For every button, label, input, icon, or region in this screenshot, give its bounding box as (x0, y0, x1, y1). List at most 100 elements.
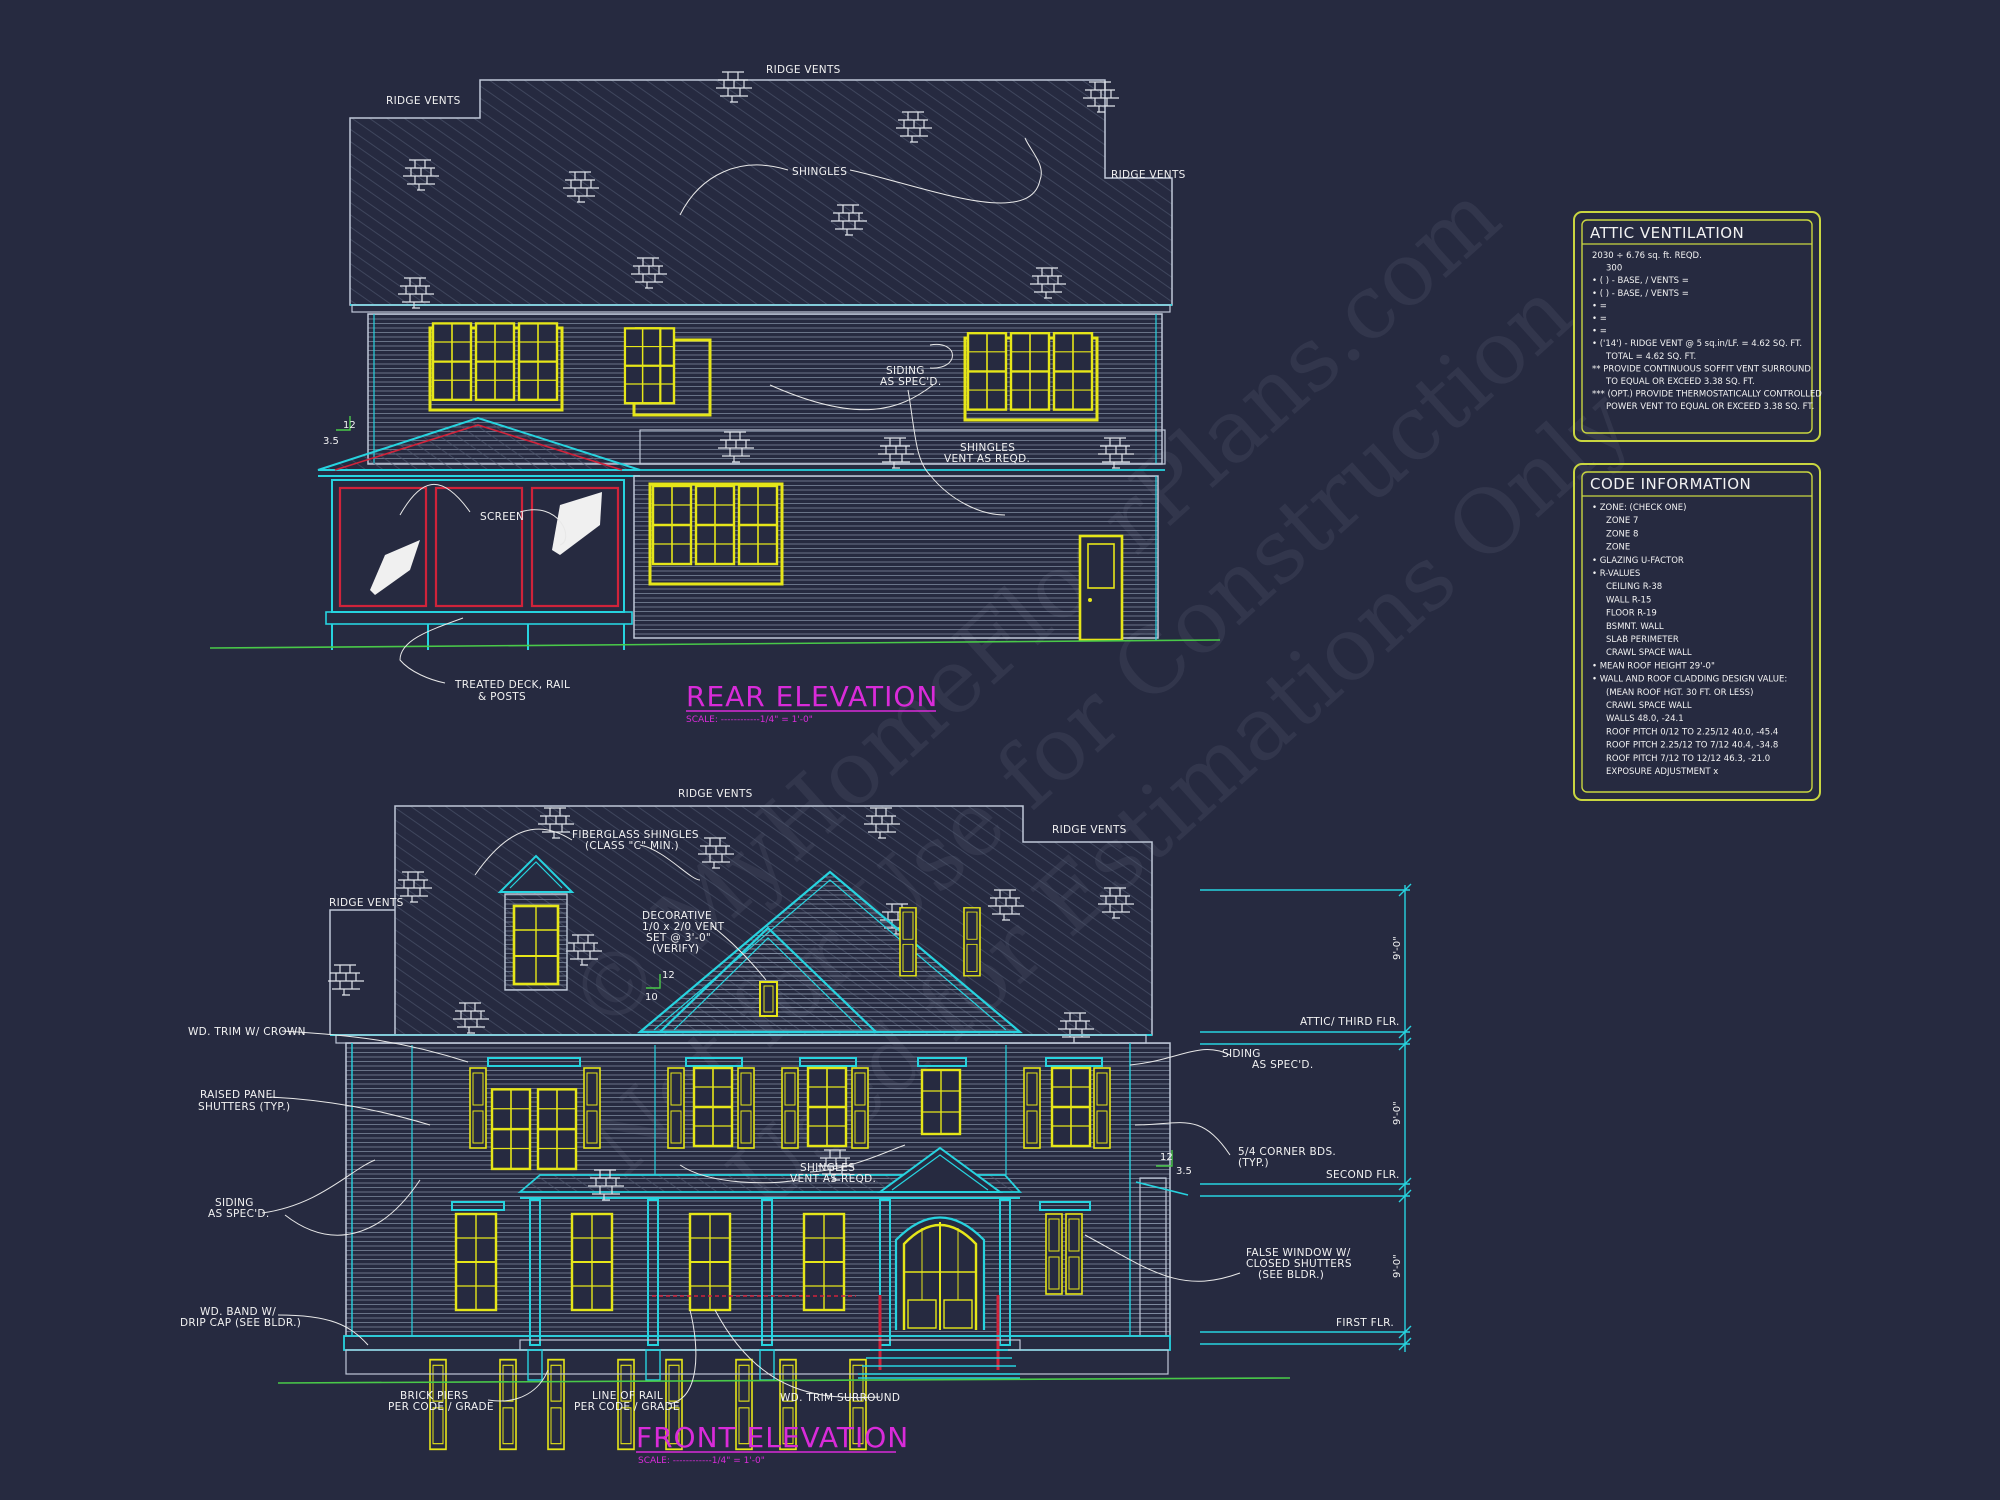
rear-elevation-scale: SCALE: ------------1/4" = 1'-0" (686, 715, 813, 725)
attic-ventilation-line: • ( ) - BASE, / VENTS = (1592, 276, 1689, 286)
attic-ventilation-line: • = (1592, 327, 1607, 337)
front-porch-roof (517, 1146, 1022, 1201)
front-label-false-1: FALSE WINDOW W/ (1246, 1247, 1351, 1259)
attic-ventilation-line: • ('14') - RIDGE VENT @ 5 sq.in/LF. = 4.… (1592, 339, 1802, 349)
attic-ventilation-title: ATTIC VENTILATION (1590, 224, 1744, 242)
rear-elevation-title: REAR ELEVATION (686, 680, 938, 713)
front-label-siding-r1: SIDING (1222, 1048, 1261, 1060)
front-label-ridge-left: RIDGE VENTS (329, 897, 404, 909)
rear-elevation: 12 3.5 RIDGE VENTS RIDGE VENTS RIDGE VEN… (209, 64, 1221, 725)
front-dormer (497, 854, 575, 991)
code-information-box: CODE INFORMATION • ZONE: (CHECK ONE) ZONE… (1573, 463, 1821, 801)
code-information-line: ROOF PITCH 7/12 TO 12/12 46.3, -21.0 (1606, 754, 1770, 764)
code-information-line: ZONE (1606, 543, 1630, 553)
code-information-line: WALL R-15 (1606, 595, 1651, 605)
front-label-band-2: DRIP CAP (SEE BLDR.) (180, 1317, 301, 1329)
front-elevation-scale: SCALE: ------------1/4" = 1'-0" (638, 1456, 765, 1466)
attic-ventilation-box: ATTIC VENTILATION 2030 ÷ 6.76 sq. ft. RE… (1573, 211, 1822, 442)
front-main-gable (636, 870, 1024, 1034)
front-entry-door (878, 1216, 1000, 1370)
rear-pitch-rise: 12 (343, 420, 356, 431)
front-label-decorative-2: 1/0 x 2/0 VENT (642, 921, 725, 933)
front-pitch2-rise: 12 (1160, 1152, 1173, 1163)
front-label-ridge-right: RIDGE VENTS (1052, 824, 1127, 836)
attic-ventilation-lines: 2030 ÷ 6.76 sq. ft. REQD.300• ( ) - BASE… (1592, 251, 1822, 412)
rear-label-ridge-left: RIDGE VENTS (386, 95, 461, 107)
rear-door (1078, 534, 1124, 642)
front-label-rail-2: PER CODE / GRADE (574, 1401, 680, 1413)
rear-label-ridge-right: RIDGE VENTS (1111, 169, 1186, 181)
attic-ventilation-line: TOTAL = 4.62 SQ. FT. (1605, 352, 1696, 362)
front-dim-mid: 9'-0" (1392, 1101, 1403, 1125)
code-information-line: (MEAN ROOF HGT. 30 FT. OR LESS) (1606, 688, 1753, 698)
attic-ventilation-line: ** PROVIDE CONTINUOUS SOFFIT VENT SURROU… (1592, 364, 1811, 374)
rear-label-shingles-vent-2: VENT AS REQD. (944, 453, 1030, 465)
front-label-decorative-1: DECORATIVE (642, 910, 712, 922)
rear-label-siding-1: SIDING (886, 365, 925, 377)
front-dim-low: 9'-0" (1392, 1254, 1403, 1278)
front-label-trim-surround: WD. TRIM SURROUND (780, 1392, 900, 1404)
rear-porch-gable (317, 416, 641, 471)
rear-pitch-run: 3.5 (323, 436, 339, 447)
code-information-line: SLAB PERIMETER (1606, 635, 1679, 645)
attic-ventilation-line: • = (1592, 301, 1607, 311)
code-information-title: CODE INFORMATION (1590, 475, 1751, 493)
front-dim-upper: 9'-0" (1392, 936, 1403, 960)
front-label-fiberglass-1: FIBERGLASS SHINGLES (572, 829, 699, 841)
front-foundation (343, 1335, 1171, 1381)
rear-label-ridge-top: RIDGE VENTS (766, 64, 841, 76)
attic-ventilation-line: POWER VENT TO EQUAL OR EXCEED 3.38 SQ. F… (1606, 402, 1814, 412)
code-information-line: WALLS 48.0, -24.1 (1606, 714, 1684, 724)
rear-label-shingles-vent-1: SHINGLES (960, 442, 1015, 454)
front-label-corner-2: (TYP.) (1238, 1157, 1269, 1169)
code-information-line: • MEAN ROOF HEIGHT 29'-0" (1592, 661, 1715, 671)
code-information-line: CEILING R-38 (1606, 582, 1662, 592)
front-upper-windows (469, 907, 1111, 1171)
code-information-line: FLOOR R-19 (1606, 609, 1657, 619)
front-pitch-rise: 12 (662, 970, 675, 981)
code-information-line: • ZONE: (CHECK ONE) (1592, 503, 1686, 513)
front-elevation-title: FRONT ELEVATION (636, 1421, 909, 1454)
front-label-shingles-2: VENT AS REQD. (790, 1173, 876, 1185)
code-information-line: BSMNT. WALL (1606, 622, 1664, 632)
code-information-line: • WALL AND ROOF CLADDING DESIGN VALUE: (1592, 675, 1787, 685)
front-label-trim-crown: WD. TRIM W/ CROWN (188, 1026, 306, 1038)
front-label-siding-l1: SIDING (215, 1197, 254, 1209)
front-label-second-flr: SECOND FLR. (1326, 1169, 1400, 1181)
code-information-line: ZONE 8 (1606, 529, 1638, 539)
front-pitch-run: 10 (645, 992, 658, 1003)
front-label-siding-l2: AS SPEC'D. (208, 1208, 269, 1220)
rear-grade-line (209, 639, 1221, 649)
front-label-false-3: (SEE BLDR.) (1258, 1269, 1324, 1281)
front-label-fiberglass-2: (CLASS "C" MIN.) (585, 840, 679, 852)
code-information-line: CRAWL SPACE WALL (1606, 701, 1692, 711)
front-porch-columns (529, 1199, 1011, 1346)
front-label-decorative-4: (VERIFY) (652, 943, 699, 955)
front-label-piers-1: BRICK PIERS (400, 1390, 469, 1402)
front-label-shingles-1: SHINGLES (800, 1162, 855, 1174)
front-leaders (261, 828, 1241, 1405)
rear-upper-window-right (963, 332, 1099, 422)
front-label-shutters-1: RAISED PANEL (200, 1089, 279, 1101)
code-information-line: EXPOSURE ADJUSTMENT x (1606, 767, 1718, 777)
front-label-shutters-2: SHUTTERS (TYP.) (198, 1101, 290, 1113)
front-label-siding-r2: AS SPEC'D. (1252, 1059, 1313, 1071)
rear-label-siding-2: AS SPEC'D. (880, 376, 941, 388)
rear-label-deck-1: TREATED DECK, RAIL (454, 679, 570, 691)
front-label-band-1: WD. BAND W/ (200, 1306, 276, 1318)
rear-label-screen: SCREEN (480, 511, 524, 523)
rear-label-deck-2: & POSTS (478, 691, 526, 703)
attic-ventilation-line: • = (1592, 314, 1607, 324)
attic-ventilation-line: • ( ) - BASE, / VENTS = (1592, 289, 1689, 299)
front-label-rail-1: LINE OF RAIL (592, 1390, 663, 1402)
front-lower-windows (429, 1201, 867, 1451)
code-information-line: ROOF PITCH 0/12 TO 2.25/12 40.0, -45.4 (1606, 727, 1778, 737)
front-label-decorative-3: SET @ 3'-0" (646, 932, 711, 944)
code-information-line: • GLAZING U-FACTOR (1592, 556, 1684, 566)
front-false-window (1039, 1201, 1091, 1295)
front-elevation: 12 10 12 3.5 9'-0" 9'-0" 9'-0" ATTIC/ TH… (180, 788, 1412, 1466)
rear-lower-window (648, 482, 784, 586)
rear-upper-window-left (428, 322, 564, 412)
